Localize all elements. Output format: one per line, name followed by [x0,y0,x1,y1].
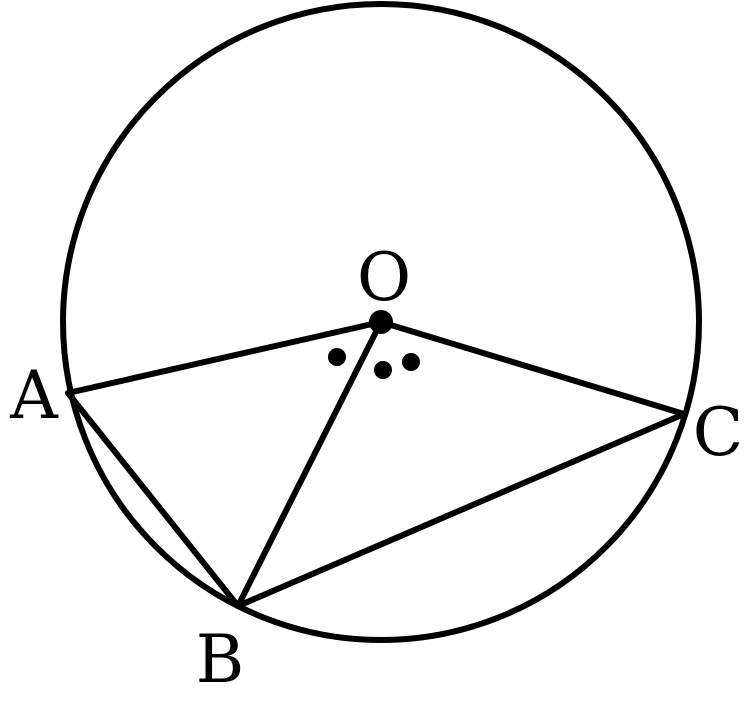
segment-bc [235,411,687,609]
label-a: A [9,357,59,434]
label-b: B [196,621,245,698]
angle-mark-dot-middle [374,361,392,379]
angle-mark-dot-left [328,348,346,366]
segment-ob [235,319,384,609]
segment-oc [378,319,687,417]
label-c: C [693,394,744,471]
center-point-o [369,310,393,334]
label-o: O [357,239,411,316]
segment-ab [65,390,241,609]
angle-mark-dot-right [402,353,420,371]
segment-oa [65,319,384,396]
circle-o [60,1,702,643]
